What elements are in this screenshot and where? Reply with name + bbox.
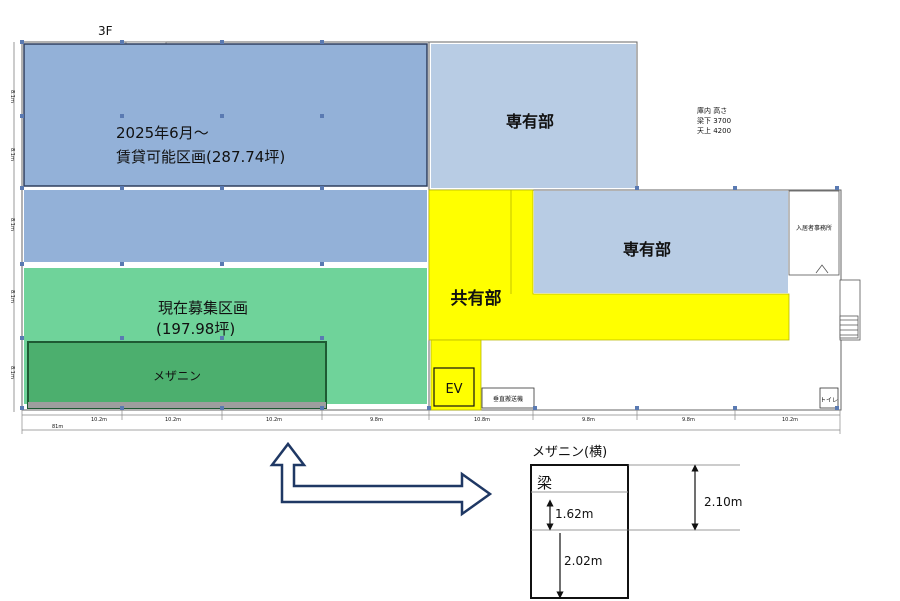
elevator[interactable]: [433, 367, 475, 407]
dim-left-1: 8.1m: [9, 90, 15, 103]
section-beam-label: 梁: [537, 474, 552, 492]
dim-seg-6: 9.8m: [582, 417, 595, 423]
dim-seg-3: 10.2m: [266, 417, 282, 423]
available-area-line1: 2025年6月～: [116, 124, 209, 142]
section-title: メザニン(横): [532, 445, 607, 460]
dim-seg-1: 10.2m: [91, 417, 107, 423]
dim-total: 81m: [52, 424, 63, 430]
current-area-line1: 現在募集区画: [158, 299, 248, 317]
vertical-conveyor[interactable]: [481, 387, 535, 409]
resident-office[interactable]: [788, 190, 840, 276]
toilet[interactable]: [819, 387, 839, 409]
dimension-lines: [21, 410, 841, 434]
available-area-line2: 賃貸可能区画(287.74坪): [116, 148, 285, 166]
ceiling-height-ceiling: 天上 4200: [697, 126, 731, 135]
mezzanine-area[interactable]: [27, 341, 327, 409]
structural-columns: [20, 40, 839, 410]
stairs-right: [839, 279, 861, 341]
dim-left-4: 8.1m: [9, 290, 15, 303]
ceiling-height-note: 庫内 高さ 梁下 3700 天上 4200: [697, 106, 731, 135]
dimension-segments: 10.2m 10.2m 10.2m 9.8m 10.8m 9.8m 9.8m 1…: [52, 417, 798, 430]
available-area[interactable]: [23, 43, 428, 262]
vertical-conveyor-label: 垂直搬送機: [493, 395, 523, 403]
dimension-left-labels: 8.1m 8.1m 8.1m 8.1m 8.1m: [9, 90, 15, 379]
dim-left-3: 8.1m: [9, 218, 15, 231]
dim-seg-8: 10.2m: [782, 417, 798, 423]
ceiling-height-beam: 梁下 3700: [697, 116, 731, 125]
section-upper-height: 1.62m: [555, 507, 593, 521]
dim-seg-4: 9.8m: [370, 417, 383, 423]
section-diagram: [530, 464, 740, 599]
dim-seg-2: 10.2m: [165, 417, 181, 423]
common-area-label: 共有部: [451, 288, 502, 309]
dim-left-5: 8.1m: [9, 366, 15, 379]
mezzanine-label: メザニン: [153, 369, 201, 383]
dim-seg-5: 10.8m: [474, 417, 490, 423]
dim-left-2: 8.1m: [9, 148, 15, 161]
floor-label: 3F: [98, 24, 113, 38]
resident-office-label: 入居者事務所: [796, 224, 832, 232]
private-area-upper-label: 専有部: [506, 112, 554, 131]
toilet-label: トイレ: [820, 397, 838, 404]
section-total-height: 2.10m: [704, 495, 742, 509]
private-area-upper[interactable]: [431, 44, 636, 188]
private-area-lower[interactable]: [534, 191, 788, 293]
elevator-label: EV: [445, 382, 462, 397]
dim-seg-7: 9.8m: [682, 417, 695, 423]
ceiling-height-title: 庫内 高さ: [697, 106, 727, 115]
section-lower-height: 2.02m: [564, 554, 602, 568]
section-arrow: [269, 441, 493, 517]
current-area-line2: (197.98坪): [156, 320, 235, 338]
private-area-lower-label: 専有部: [623, 240, 671, 259]
